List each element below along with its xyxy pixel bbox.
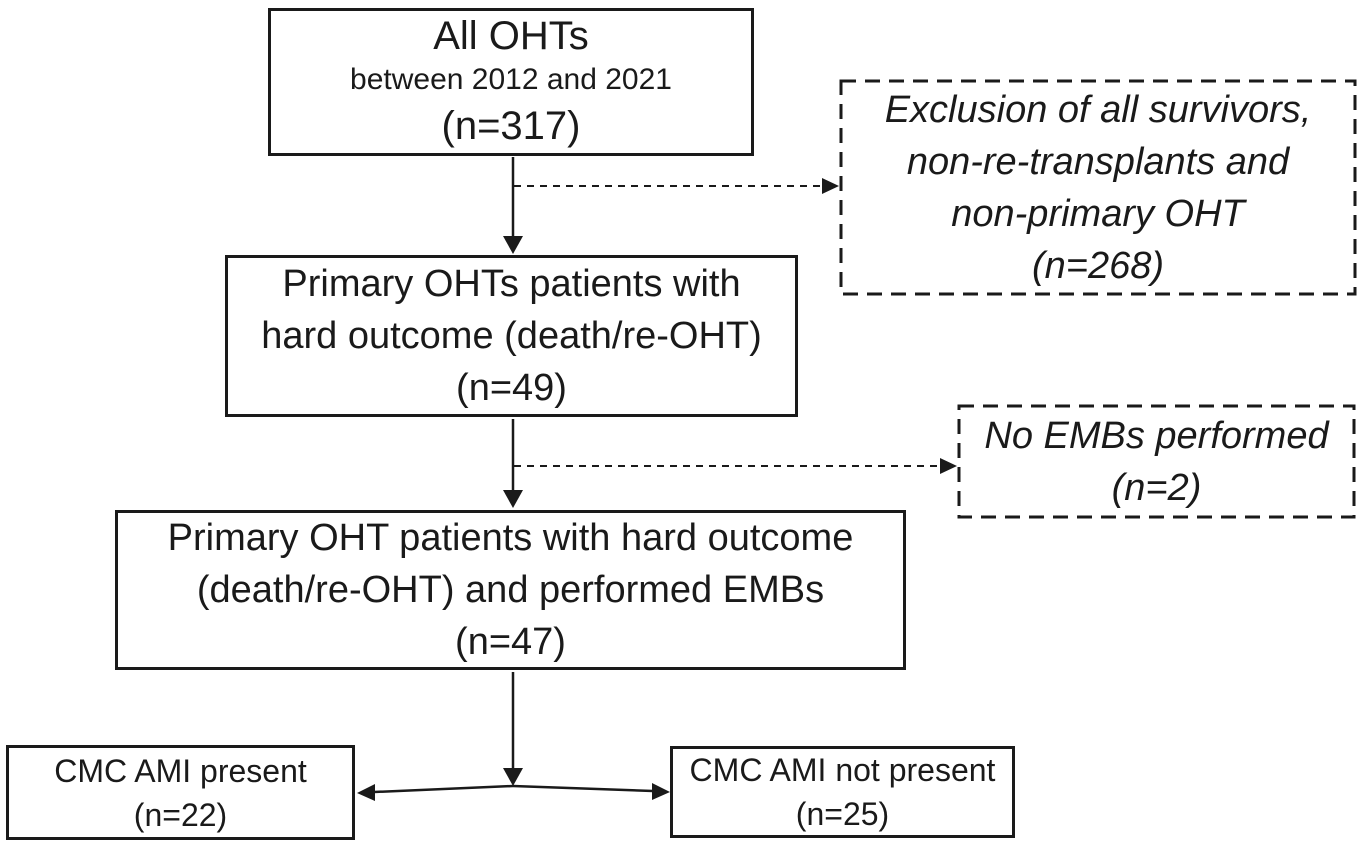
node-exclusion-line3: non-primary OHT xyxy=(951,192,1245,235)
arrow-split-to-cmc-not-present-line xyxy=(512,784,654,793)
node-primary-embs-line3: (n=47) xyxy=(455,621,566,663)
no-embs-box-frame xyxy=(957,404,1356,519)
node-primary-embs-line2: (death/re-OHT) and performed EMBs xyxy=(196,569,825,611)
node-all-ohts-line1: All OHTs xyxy=(433,14,589,58)
node-all-ohts-line2: between 2012 and 2021 xyxy=(350,63,672,96)
node-no-embs-line2: (n=2) xyxy=(1111,466,1202,509)
node-cmc-not-present-line1: CMC AMI not present xyxy=(689,752,996,788)
node-exclusion-line2: non-re-transplants and xyxy=(906,140,1290,183)
node-primary-embs-line1: Primary OHT patients with hard outcome xyxy=(167,517,854,559)
arrow-to-no-embs-head xyxy=(940,458,957,474)
node-all-ohts: All OHTs between 2012 and 2021 (n=317) xyxy=(268,8,754,156)
node-no-embs: No EMBs performed (n=2) xyxy=(959,406,1354,517)
node-exclusion: Exclusion of all survivors, non-re-trans… xyxy=(841,81,1355,294)
node-primary-hard-outcome-line2: hard outcome (death/re-OHT) xyxy=(261,315,762,357)
node-primary-hard-outcome: Primary OHTs patients with hard outcome … xyxy=(225,255,798,417)
arrow-primary-to-embs-head xyxy=(503,490,523,508)
arrow-split-to-cmc-present-line xyxy=(373,784,514,794)
node-primary-embs: Primary OHT patients with hard outcome (… xyxy=(115,510,906,670)
arrow-split-to-cmc-not-present-head xyxy=(652,783,670,800)
node-exclusion-line4: (n=268) xyxy=(1031,244,1165,287)
node-exclusion-line1: Exclusion of all survivors, xyxy=(884,88,1312,131)
node-no-embs-line1: No EMBs performed xyxy=(984,414,1329,457)
arrow-split-to-cmc-present-head xyxy=(357,784,375,801)
node-cmc-present-line1: CMC AMI present xyxy=(54,752,307,789)
node-primary-hard-outcome-line3: (n=49) xyxy=(456,367,567,409)
node-primary-hard-outcome-line1: Primary OHTs patients with xyxy=(282,263,741,305)
arrow-embs-to-split-head xyxy=(503,768,523,786)
arrow-allohts-to-primary-head xyxy=(503,236,523,254)
node-cmc-not-present-line2: (n=25) xyxy=(795,796,890,832)
node-cmc-present: CMC AMI present (n=22) xyxy=(6,745,355,840)
node-cmc-not-present: CMC AMI not present (n=25) xyxy=(670,746,1015,838)
node-all-ohts-line3: (n=317) xyxy=(441,104,581,148)
exclusion-box-frame xyxy=(839,79,1357,296)
node-cmc-present-line2: (n=22) xyxy=(133,796,228,833)
arrow-to-exclusion-head xyxy=(822,178,839,194)
